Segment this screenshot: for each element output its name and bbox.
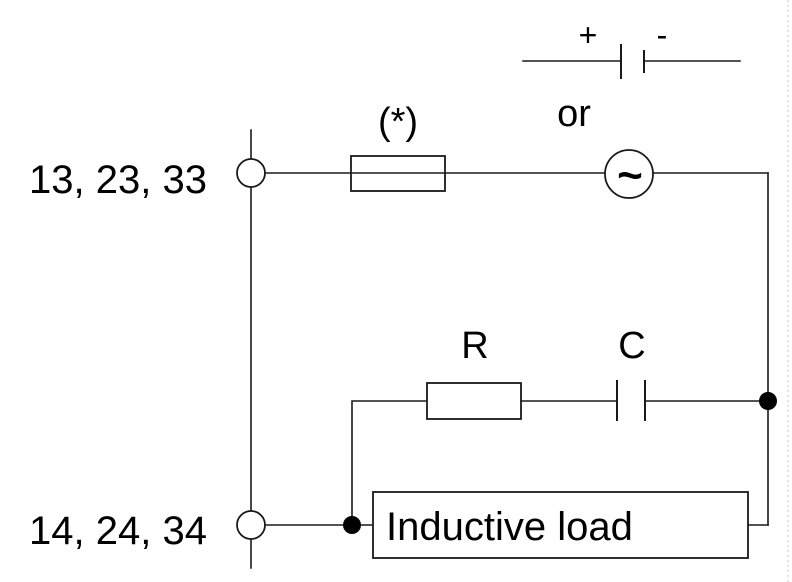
top-terminal-label: 13, 23, 33 — [29, 158, 207, 202]
snubber-left-wire — [351, 400, 428, 526]
resistor-label: R — [461, 325, 488, 367]
plus-sign: + — [579, 17, 598, 53]
inductive-load-box — [372, 491, 749, 559]
ac-source-circle — [604, 149, 654, 199]
capacitor-label: C — [618, 325, 645, 367]
resistor-symbol — [426, 382, 522, 420]
bottom-terminal-circle — [236, 510, 266, 540]
junction-dot-right — [759, 392, 777, 410]
inductive-load-label: Inductive load — [386, 505, 633, 549]
top-terminal-circle — [236, 158, 266, 188]
ac-source-symbol: ~ — [617, 151, 643, 200]
dc-supply-symbol: + - — [522, 17, 741, 79]
or-label: or — [557, 93, 591, 135]
junction-dot-left — [343, 516, 361, 534]
minus-sign: - — [657, 17, 668, 53]
bottom-terminal-label: 14, 24, 34 — [29, 509, 207, 553]
fuse-note: (*) — [378, 101, 418, 143]
